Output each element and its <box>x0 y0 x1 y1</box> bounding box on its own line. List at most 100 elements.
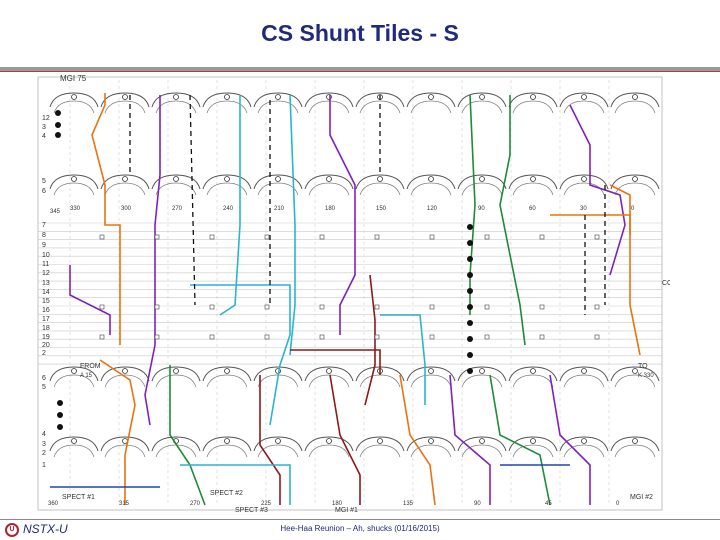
upper-angle-label: 90 <box>478 206 485 212</box>
tile-arc <box>151 366 201 382</box>
tile-arc <box>253 436 303 452</box>
tile-arc-inner <box>53 444 95 458</box>
tile-arc <box>100 436 150 452</box>
diagram-labels: MGI 751234567891011121314151617181920265… <box>42 75 670 514</box>
tile-connector <box>275 94 281 100</box>
tile-arc <box>457 174 507 190</box>
tile-arc <box>457 92 507 108</box>
shunt-tile-diagram: MGI 751234567891011121314151617181920265… <box>30 75 670 515</box>
row-label: 19 <box>42 334 50 341</box>
upper-angle-label: 210 <box>274 206 285 212</box>
tile-arc <box>457 366 507 382</box>
wire-brown <box>329 374 361 505</box>
tile-connector <box>632 438 638 444</box>
title-divider <box>0 67 720 71</box>
terminal-square <box>209 334 215 340</box>
to-label: TO <box>638 363 648 370</box>
lower-angle-label: 45 <box>545 501 552 507</box>
tile-arc-inner <box>563 444 605 458</box>
wire-brown <box>259 375 281 505</box>
tile-arc-inner <box>614 374 656 388</box>
tile-arc-inner <box>104 374 146 388</box>
upper-angle-label: 0 <box>631 206 635 212</box>
tile-connector <box>428 368 434 374</box>
terminal-square <box>154 334 160 340</box>
tile-arc <box>49 92 99 108</box>
marker-dot <box>467 336 473 342</box>
diagram-border <box>37 76 663 511</box>
tile-arc-inner <box>512 100 554 114</box>
tile-connector <box>581 368 587 374</box>
row-label: 3 <box>42 441 46 448</box>
terminal-square <box>99 304 105 310</box>
tile-connector <box>479 368 485 374</box>
from-sub-label: A 15 <box>80 373 93 379</box>
row-label: 18 <box>42 325 50 332</box>
tile-connector <box>122 368 128 374</box>
tile-connector <box>224 94 230 100</box>
marker-dot <box>467 304 473 310</box>
row-label: 6 <box>42 188 46 195</box>
title-divider-accent <box>0 71 720 72</box>
tile-arc <box>559 174 609 190</box>
tile-arc-inner <box>53 374 95 388</box>
wire-green <box>469 94 476 315</box>
tile-arc <box>559 436 609 452</box>
terminal-square <box>539 234 545 240</box>
wire-orange <box>399 374 436 506</box>
tile-arc-inner <box>461 444 503 458</box>
tile-arc <box>508 92 558 108</box>
upper-angle-label: 330 <box>70 206 81 212</box>
tile-arc-inner <box>53 182 95 196</box>
row-label: 4 <box>42 431 46 438</box>
tile-arc <box>151 436 201 452</box>
wire-purple <box>549 374 591 505</box>
marker-dot <box>55 110 61 116</box>
wire-cyan <box>380 314 426 405</box>
lower-angle-label: 180 <box>332 501 343 507</box>
row-label: 17 <box>42 316 50 323</box>
row-label: 4 <box>42 133 46 140</box>
row-label: 7 <box>42 222 46 229</box>
marker-dot <box>467 320 473 326</box>
tile-arc-inner <box>155 374 197 388</box>
tile-connector <box>122 176 128 182</box>
wire-purple <box>329 95 356 335</box>
row-label: 2 <box>42 450 46 457</box>
marker-dot <box>467 288 473 294</box>
upper-angle-label: 120 <box>427 206 438 212</box>
terminal-square <box>209 234 215 240</box>
terminal-square <box>374 234 380 240</box>
tile-arc <box>559 92 609 108</box>
tile-connector <box>632 368 638 374</box>
terminal-square <box>154 304 160 310</box>
upper-angle-label: 300 <box>121 206 132 212</box>
diagram-grid <box>37 76 663 511</box>
row-label: 20 <box>42 342 50 349</box>
row-label: 6 <box>42 375 46 382</box>
terminal-square <box>99 334 105 340</box>
terminal-square <box>319 334 325 340</box>
marker-dot <box>55 122 61 128</box>
tile-connector <box>173 94 179 100</box>
tile-arc-inner <box>155 444 197 458</box>
tile-arc-inner <box>104 182 146 196</box>
wire-purple <box>449 374 491 505</box>
tile-connector <box>632 176 638 182</box>
tile-arc-inner <box>461 374 503 388</box>
row-label: 3 <box>42 124 46 131</box>
tile-arc-inner <box>410 374 452 388</box>
tile-connector <box>428 176 434 182</box>
wire-orange <box>550 214 631 235</box>
lower-angle-label: 90 <box>474 501 481 507</box>
tile-arc <box>49 436 99 452</box>
marker-dot <box>467 256 473 262</box>
wire-cyan <box>289 94 296 356</box>
wire-cyan <box>190 284 291 426</box>
tile-connector <box>71 176 77 182</box>
tile-rows <box>49 92 660 458</box>
tile-connector <box>479 438 485 444</box>
tile-arc <box>253 92 303 108</box>
tile-connector <box>326 438 332 444</box>
tile-arc <box>406 366 456 382</box>
